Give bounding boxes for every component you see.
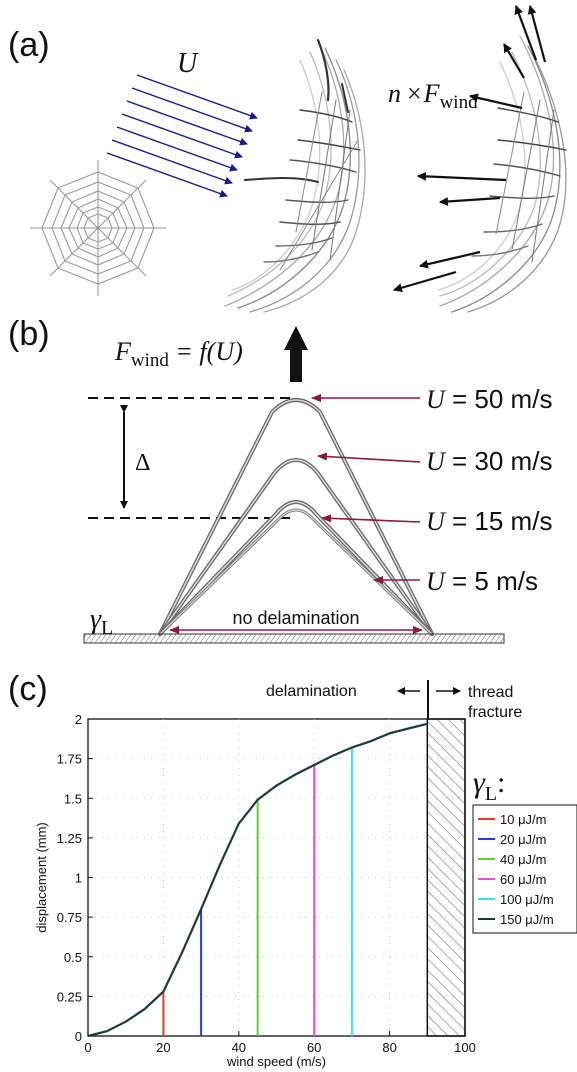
wind-arrows (106, 74, 258, 198)
panel-a-label: (a) (8, 26, 50, 64)
legend-entry-4: 100 μJ/m (500, 892, 554, 907)
wind-force-formula: Fwind = f(U) (114, 337, 243, 371)
x-tick-label: 80 (382, 1040, 396, 1055)
legend: 10 μJ/m 20 μJ/m 40 μJ/m 60 μJ/m 100 μJ/m 150 … (472, 804, 577, 934)
fracture-region (426, 718, 466, 1037)
speed-label-50: U = 50 m/s (426, 384, 552, 414)
panel-b: (b) Fwind = f(U) Δ (8, 315, 552, 644)
panel-a: (a) U (8, 5, 567, 313)
legend-entry-0: 10 μJ/m (500, 812, 547, 827)
svg-text:n×Fwind: n×Fwind (388, 79, 478, 113)
speed-label-5: U = 5 m/s (426, 566, 538, 596)
displacement-curve (87, 722, 428, 1038)
displacement-plot: 0 20 40 60 80 100 0 0.25 0.5 0.75 1 1.25 1.5 1.75 2 win… (34, 712, 476, 1069)
x-tick-label: 40 (232, 1040, 246, 1055)
y-tick-label: 0 (75, 1029, 82, 1044)
delamination-label: delamination (266, 683, 357, 700)
panel-c-label: (c) (8, 670, 48, 708)
y-tick-label: 1.25 (57, 831, 82, 846)
thread-profiles (158, 398, 434, 636)
y-tick-label: 0.5 (64, 950, 82, 965)
deformed-web-with-forces-drawing (437, 35, 567, 313)
x-tick-label: 20 (156, 1040, 170, 1055)
wind-velocity-symbol: U (177, 48, 199, 79)
speed-label-15: U = 15 m/s (426, 506, 552, 536)
y-tick-label: 1.75 (57, 752, 82, 767)
speed-labels: U = 50 m/s U = 30 m/s U = 15 m/s U = 5 m… (426, 384, 552, 596)
spider-web-drawing (30, 160, 166, 296)
y-tick-label: 0.75 (57, 910, 82, 925)
legend-entry-5: 150 μJ/m (500, 912, 554, 927)
deformed-web-drawing (224, 38, 366, 313)
x-tick-label: 0 (84, 1040, 91, 1055)
force-label: n×Fwind (388, 79, 478, 113)
y-axis-label: displacement (mm) (34, 822, 49, 933)
y-tick-label: 0.25 (57, 989, 82, 1004)
thread-fracture-label-1: thread (468, 684, 513, 701)
plot-area (87, 718, 466, 1037)
legend-entry-2: 40 μJ/m (500, 852, 547, 867)
no-delamination-label: no delamination (232, 608, 359, 628)
legend-gamma-label: γL: (473, 766, 505, 805)
x-tick-label: 60 (307, 1040, 321, 1055)
legend-entry-1: 20 μJ/m (500, 832, 547, 847)
y-tick-label: 2 (75, 712, 82, 727)
y-tick-label: 1.5 (64, 791, 82, 806)
speed-arrows (311, 394, 421, 584)
upward-force-arrow (284, 326, 308, 382)
adhesion-energy-symbol: γL (90, 604, 113, 639)
substrate (83, 633, 505, 644)
speed-label-30: U = 30 m/s (426, 446, 552, 476)
x-tick-label: 100 (454, 1040, 476, 1055)
legend-box (472, 804, 577, 934)
delta-symbol: Δ (135, 450, 150, 476)
y-tick-label: 1 (75, 871, 82, 886)
legend-entry-3: 60 μJ/m (500, 872, 547, 887)
force-arrows (393, 5, 547, 293)
thread-fracture-label-2: fracture (468, 704, 522, 721)
panel-b-label: (b) (8, 315, 50, 353)
x-axis-label: wind speed (m/s) (226, 1054, 326, 1069)
